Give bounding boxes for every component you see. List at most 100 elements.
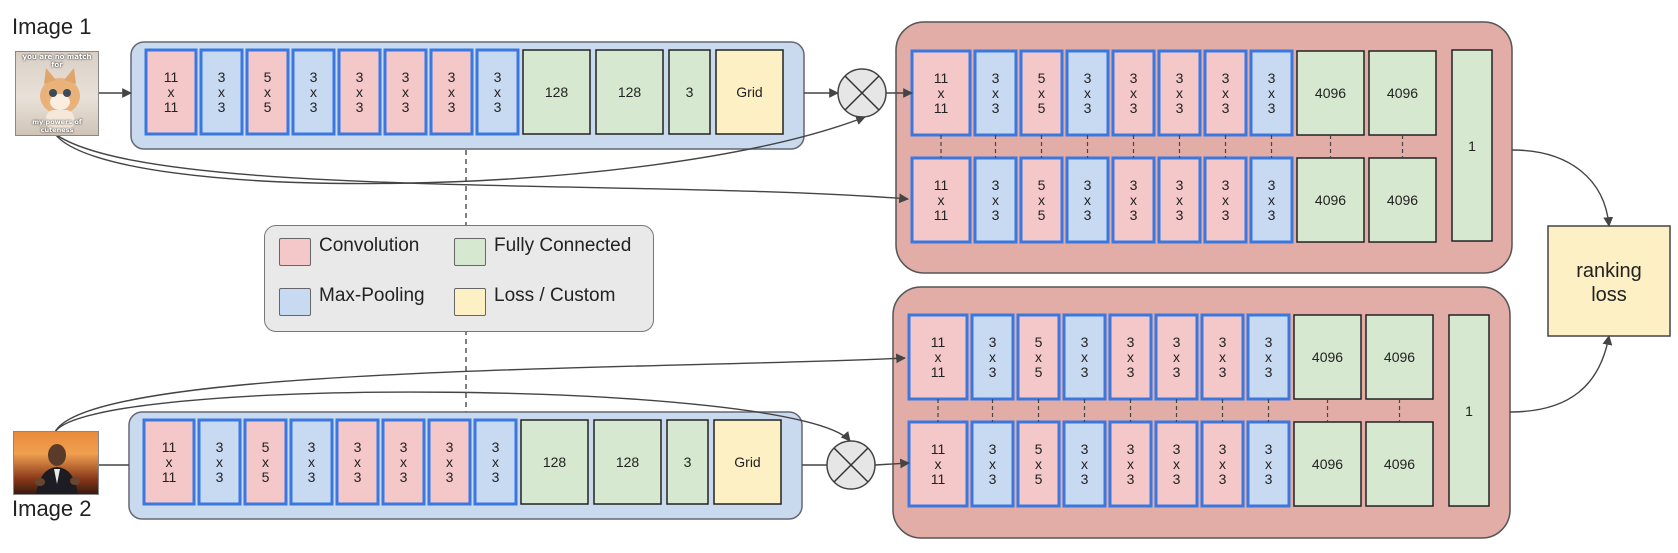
multiply-node-bottom	[826, 440, 876, 490]
siamese-bottom-row2-block-9-fully-connected-label: 4096	[1312, 456, 1343, 472]
legend-swatch-max-pooling	[279, 288, 311, 316]
siamese-top-row2-block-8-max-pooling	[1249, 156, 1294, 244]
siamese-top-row2-block-10-fully-connected	[1368, 157, 1437, 243]
branch1-block-9-fully-connected	[522, 49, 591, 135]
branch2-block-1-convolution	[142, 418, 196, 506]
branch2-block-12-custom	[713, 419, 782, 505]
branch1-block-9-fully-connected-label: 128	[545, 84, 569, 100]
ranking-loss-box	[1547, 225, 1671, 337]
branch1-block-11-fully-connected-label: 3	[686, 84, 694, 100]
siamese-bottom-row2-block-10-fully-connected	[1365, 421, 1434, 507]
legend-swatch-loss-custom	[454, 288, 486, 316]
legend-item-loss-custom: Loss / Custom	[454, 285, 616, 316]
image1-label: Image 1	[12, 14, 92, 39]
siamese-top-row2-block-7-convolution	[1203, 156, 1248, 244]
siamese-top-row1-block-9-fully-connected	[1296, 50, 1365, 136]
branch1-block-8-max-pooling	[475, 48, 520, 136]
legend-swatch-fully-connected	[454, 238, 486, 266]
branch2-block-7-convolution	[427, 418, 472, 506]
branch2-block-10-fully-connected-label: 128	[616, 454, 640, 470]
branch1-block-1-convolution	[144, 48, 198, 136]
meme-bottom-text: my powers of cuteness	[32, 118, 82, 134]
siamese-top-row1-block-10-fully-connected-label: 4096	[1387, 85, 1418, 101]
siamese-top-row2-block-9-fully-connected	[1296, 157, 1365, 243]
siamese-bottom-row2-block-8-max-pooling	[1246, 420, 1291, 508]
siamese-top-row2-block-6-convolution	[1157, 156, 1202, 244]
legend-item-convolution: Convolution	[279, 235, 419, 266]
siamese-top-row1-block-9-fully-connected-label: 4096	[1315, 85, 1346, 101]
legend-item-max-pooling: Max-Pooling	[279, 285, 425, 316]
meme-top-text: you are no match for	[22, 53, 92, 69]
siamese-bottom-row2-block-2-max-pooling	[970, 420, 1015, 508]
branch2-block-2-max-pooling	[197, 418, 242, 506]
siamese-bottom-row1-block-8-max-pooling	[1246, 313, 1291, 401]
branch2-block-12-custom-label: Grid	[734, 454, 760, 470]
siamese-bottom-row1-block-10-fully-connected-label: 4096	[1384, 349, 1415, 365]
image1-thumbnail: you are no match for my powers of cutene…	[15, 51, 99, 136]
siamese-top-row1-block-5-convolution	[1111, 49, 1156, 137]
siamese-top-row1-block-8-max-pooling	[1249, 49, 1294, 137]
branch2-block-9-fully-connected-label: 128	[543, 454, 567, 470]
branch1-block-4-max-pooling	[291, 48, 336, 136]
branch1-block-6-convolution	[383, 48, 428, 136]
legend-label-fully-connected: Fully Connected	[494, 235, 632, 256]
siamese-bottom-row2-block-7-convolution	[1200, 420, 1245, 508]
siamese-bottom-row2-block-3-convolution	[1016, 420, 1061, 508]
legend-label-loss-custom: Loss / Custom	[494, 285, 616, 306]
siamese-top-row2-block-5-convolution	[1111, 156, 1156, 244]
legend: Convolution Fully Connected Max-Pooling …	[264, 225, 654, 332]
siamese-top-row1-block-10-fully-connected	[1368, 50, 1437, 136]
image2-to-multiply-skip-arrow	[54, 391, 851, 442]
legend-item-fully-connected: Fully Connected	[454, 235, 632, 266]
multiply-node-top	[837, 68, 887, 118]
ranking-loss-line2: loss	[1591, 284, 1627, 306]
branch2-block-8-max-pooling	[473, 418, 518, 506]
multiply-to-siamese-bottom-arrow	[874, 458, 910, 469]
branch2-block-6-convolution	[381, 418, 426, 506]
branch2-block-5-convolution	[335, 418, 380, 506]
branch1-block-5-convolution	[337, 48, 382, 136]
siamese-top-row1-block-1-convolution	[910, 49, 972, 137]
siamese-bottom-row2-block-1-convolution	[907, 420, 969, 508]
image2-label: Image 2	[12, 496, 92, 521]
output-block-bottom	[1448, 314, 1490, 507]
branch2-block-3-convolution	[243, 418, 288, 506]
branch1-block-7-convolution	[429, 48, 474, 136]
siamese-bottom-row2-block-9-fully-connected	[1293, 421, 1362, 507]
